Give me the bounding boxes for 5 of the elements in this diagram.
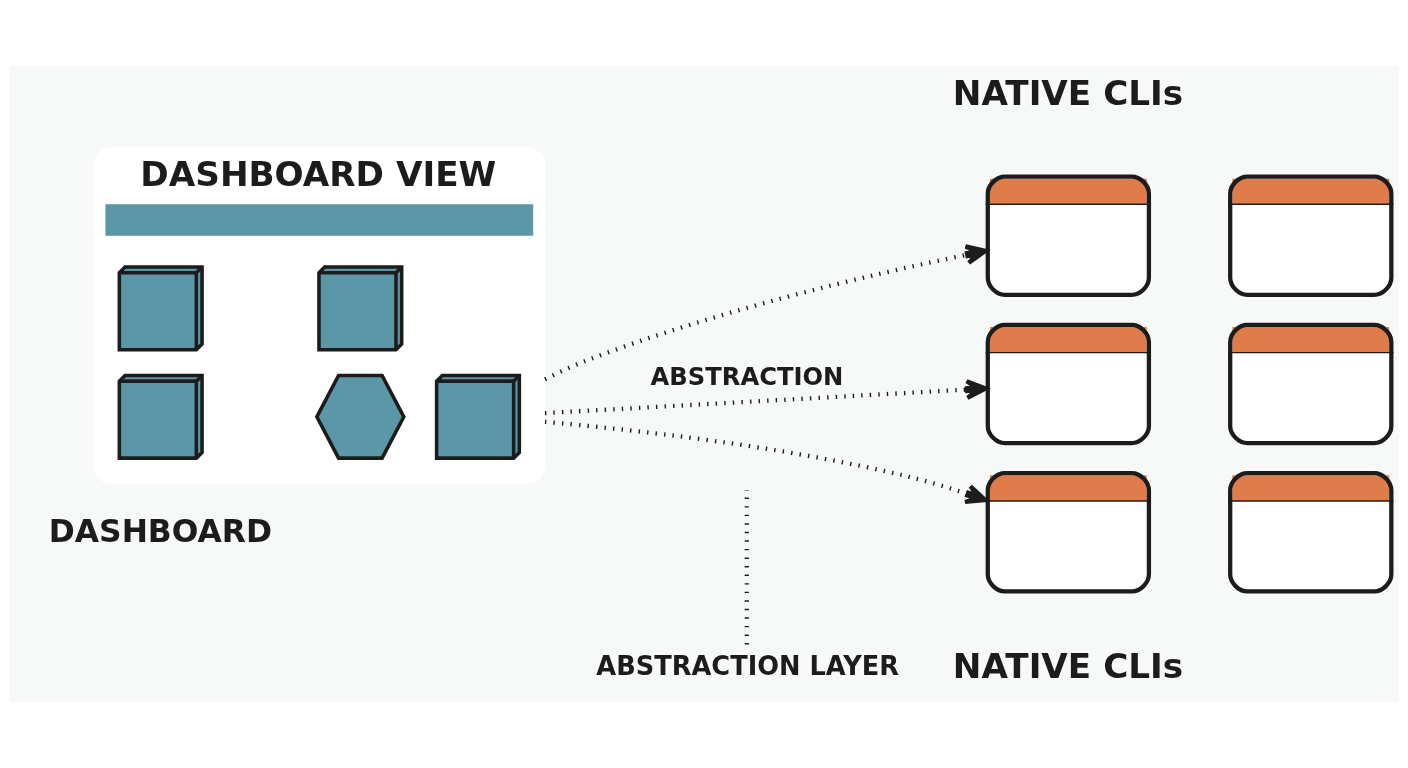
label: NATIVE CLIs (952, 72, 1184, 113)
node-text: ABSTRACTION LAYER (596, 651, 900, 682)
node-label: DASHBOARD (48, 512, 273, 549)
edge-label: ABSTRACTION (650, 361, 844, 391)
label: NATIVE CLIs (952, 646, 1184, 687)
